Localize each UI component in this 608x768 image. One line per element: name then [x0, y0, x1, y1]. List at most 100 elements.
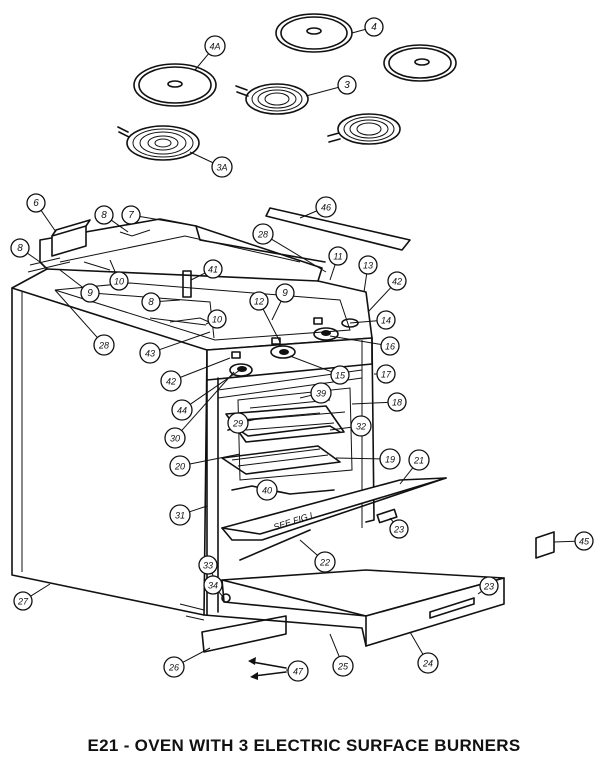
callout-leader — [305, 86, 339, 97]
callout-30: 30 — [164, 371, 235, 449]
callout-label: 47 — [293, 667, 304, 677]
callout-label: 15 — [335, 371, 346, 381]
callout-leader — [109, 259, 116, 273]
callout-circle — [204, 35, 226, 57]
callout-leader — [111, 219, 129, 233]
callout-circle — [211, 156, 233, 178]
callout-leader — [329, 335, 382, 346]
callout-circle — [121, 205, 141, 225]
callout-leader — [180, 357, 231, 378]
callout-label: 28 — [257, 230, 268, 240]
drawer-handle — [429, 597, 475, 619]
callout-circle — [479, 576, 499, 596]
callout-leader — [40, 210, 57, 233]
callout-leader — [389, 517, 394, 523]
callout-leader — [271, 300, 282, 321]
callout-label: 33 — [203, 561, 213, 571]
callout-label: 16 — [385, 342, 395, 352]
callout-label: 21 — [413, 456, 424, 466]
callout-label: 22 — [319, 558, 330, 568]
callout-23: 23 — [477, 576, 499, 596]
callout-15: 15 — [289, 355, 350, 385]
callout-label: 11 — [333, 252, 342, 262]
callout-45: 45 — [553, 531, 594, 551]
callout-leader — [351, 401, 389, 405]
callout-leader — [276, 491, 291, 495]
callout-label: 17 — [381, 370, 392, 380]
callout-leader — [367, 287, 392, 313]
callout-label: 18 — [392, 398, 402, 408]
callout-circle — [256, 479, 278, 501]
callout-circle — [287, 660, 309, 682]
callout-28: 28 — [54, 289, 115, 356]
callout-7: 7 — [121, 205, 197, 227]
callout-label: 10 — [114, 277, 124, 287]
callout-circle — [169, 455, 191, 477]
small-plate — [535, 531, 555, 559]
callout-41: 41 — [190, 259, 223, 281]
callout-label: 14 — [381, 316, 391, 326]
callout-leader — [289, 355, 332, 373]
callout-leader — [271, 238, 327, 273]
callout-9: 9 — [59, 269, 100, 303]
callout-leader — [299, 210, 317, 219]
callout-leader — [363, 273, 368, 293]
callout-circle — [380, 336, 400, 356]
callout-label: 12 — [254, 297, 264, 307]
callout-26: 26 — [163, 647, 211, 678]
coil-element-large — [117, 125, 200, 161]
callout-circle — [93, 334, 115, 356]
callout-19: 19 — [335, 448, 401, 470]
bracket-component — [51, 225, 87, 257]
callout-label: 39 — [316, 389, 326, 399]
callout-circle — [328, 246, 348, 266]
callout-leader — [349, 320, 378, 324]
callout-leader — [190, 272, 206, 281]
callout-label: 25 — [337, 662, 349, 672]
callout-22: 22 — [299, 539, 336, 573]
callout-circle — [203, 259, 223, 279]
callout-label: 46 — [321, 203, 331, 213]
callout-label: 9 — [282, 288, 288, 299]
callout-circle — [207, 309, 227, 329]
callout-circle — [252, 223, 274, 245]
callout-circle — [376, 364, 396, 384]
callout-circle — [417, 652, 439, 674]
callout-leader — [329, 633, 340, 657]
callout-circle — [160, 370, 182, 392]
callout-18: 18 — [351, 392, 407, 412]
callout-20: 20 — [169, 453, 241, 477]
callout-25: 25 — [329, 633, 354, 677]
callout-label: 29 — [232, 419, 243, 429]
callout-leader — [477, 590, 483, 595]
callout-label: 19 — [385, 455, 395, 465]
callout-31: 31 — [169, 504, 208, 526]
callout-11: 11 — [328, 246, 348, 281]
callout-label: 34 — [208, 581, 218, 591]
callout-leader — [189, 151, 214, 164]
callout-40: 40 — [256, 479, 291, 501]
callout-label: 4 — [371, 22, 377, 33]
callout-17: 17 — [374, 364, 396, 384]
callout-leader — [262, 308, 281, 343]
callout-label: 8 — [17, 243, 23, 254]
callout-label: 42 — [166, 377, 176, 387]
callout-circle — [227, 412, 249, 434]
callout-label: 45 — [579, 537, 590, 547]
callout-label: 32 — [356, 422, 366, 432]
callout-circle — [332, 655, 354, 677]
callout-leader — [299, 394, 312, 399]
control-knob — [341, 318, 359, 328]
callout-leader — [329, 264, 336, 281]
coil-element-upper — [235, 83, 309, 115]
callout-circle — [141, 292, 161, 312]
callout-label: 42 — [392, 277, 402, 287]
callout-circle — [330, 365, 350, 385]
callout-leader — [139, 216, 197, 227]
callout-43: 43 — [139, 331, 211, 364]
callout-label: 13 — [363, 261, 373, 271]
callout-circle — [249, 291, 269, 311]
callout-circle — [376, 310, 396, 330]
coil-element-lower — [327, 113, 401, 145]
callout-46: 46 — [299, 196, 337, 219]
